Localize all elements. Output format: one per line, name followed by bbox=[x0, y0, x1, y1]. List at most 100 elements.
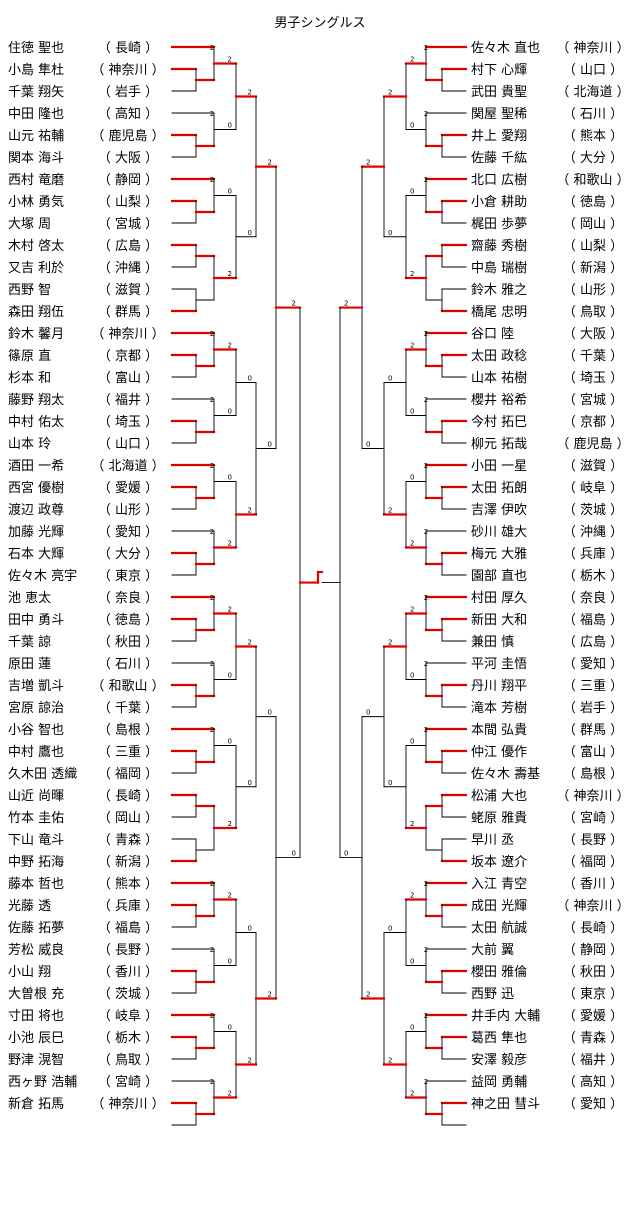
score-label: 2 bbox=[248, 639, 252, 647]
left-player-prefecture: （ 大阪 ） bbox=[98, 151, 158, 166]
right-player-name: 蛯原 雅貴 bbox=[471, 811, 527, 826]
right-player-name: 鈴木 雅之 bbox=[471, 283, 527, 298]
right-player-name: 谷口 陸 bbox=[471, 326, 514, 342]
score-label: 0 bbox=[228, 738, 232, 746]
right-player-name: 太田 拓朗 bbox=[471, 481, 527, 496]
score-label: 2 bbox=[410, 1090, 414, 1098]
right-player-name: 梅元 大雅 bbox=[471, 547, 527, 562]
right-player-name: 滝本 芳樹 bbox=[471, 701, 527, 716]
score-label: 0 bbox=[410, 122, 414, 130]
score-label: 2 bbox=[388, 507, 392, 515]
score-label: 0 bbox=[228, 958, 232, 966]
score-label: 2 bbox=[210, 330, 214, 338]
score-label: 2 bbox=[388, 89, 392, 97]
score-label: 2 bbox=[424, 528, 428, 536]
score-label: 2 bbox=[424, 946, 428, 954]
left-player-name: 西宮 優樹 bbox=[8, 480, 64, 496]
score-label: 2 bbox=[210, 44, 214, 52]
left-player-prefecture: （ 新潟 ） bbox=[98, 854, 158, 870]
right-player-name: 櫻田 雅倫 bbox=[471, 965, 527, 980]
left-player-name: 住徳 聖也 bbox=[8, 41, 64, 56]
right-player-prefecture: （ 長崎 ） bbox=[563, 921, 623, 936]
right-player-name: 葛西 隼也 bbox=[471, 1030, 527, 1046]
score-label: 2 bbox=[210, 880, 214, 888]
score-label: 2 bbox=[268, 159, 272, 167]
left-player-list: 住徳 聖也（ 長崎 ）小島 隼杜（ 神奈川 ）千葉 翔矢（ 岩手 ）中田 隆也（… bbox=[8, 41, 165, 1112]
score-label: 2 bbox=[410, 270, 414, 278]
right-player-prefecture: （ 神奈川 ） bbox=[556, 899, 629, 914]
right-player-prefecture: （ 兵庫 ） bbox=[563, 547, 623, 562]
right-player-prefecture: （ 宮城 ） bbox=[563, 392, 623, 408]
left-player-name: 小島 隼杜 bbox=[8, 62, 64, 78]
score-label: 0 bbox=[228, 672, 232, 680]
right-player-prefecture: （ 愛知 ） bbox=[563, 656, 623, 672]
right-player-prefecture: （ 香川 ） bbox=[563, 877, 623, 892]
right-player-prefecture: （ 長野 ） bbox=[563, 833, 623, 848]
left-player-prefecture: （ 福島 ） bbox=[98, 921, 158, 936]
score-label: 2 bbox=[248, 89, 252, 97]
right-player-prefecture: （ 三重 ） bbox=[563, 678, 623, 694]
right-player-prefecture: （ 栃木 ） bbox=[563, 569, 623, 584]
right-player-list: 佐々木 直也（ 神奈川 ）村下 心輝（ 山口 ）武田 貴聖（ 北海道 ）関屋 聖… bbox=[471, 41, 630, 1112]
left-player-prefecture: （ 鹿児島 ） bbox=[91, 128, 164, 144]
score-label: 2 bbox=[410, 342, 414, 350]
right-player-prefecture: （ 島根 ） bbox=[563, 767, 623, 782]
left-player-prefecture: （ 大分 ） bbox=[98, 547, 158, 562]
score-label: 0 bbox=[268, 709, 272, 717]
right-player-name: 砂川 雄大 bbox=[471, 525, 527, 540]
left-player-prefecture: （ 熊本 ） bbox=[98, 876, 158, 892]
left-player-prefecture: （ 神奈川 ） bbox=[91, 63, 164, 78]
left-player-prefecture: （ 宮城 ） bbox=[98, 216, 158, 232]
left-player-prefecture: （ 埼玉 ） bbox=[98, 415, 158, 430]
score-label: 2 bbox=[410, 606, 414, 614]
right-player-name: 仲江 優作 bbox=[471, 745, 527, 760]
score-label: 2 bbox=[228, 820, 232, 828]
score-label: 0 bbox=[268, 441, 272, 449]
right-player-prefecture: （ 愛媛 ） bbox=[563, 1009, 623, 1024]
left-player-prefecture: （ 群馬 ） bbox=[98, 305, 158, 320]
page-title: 男子シングルス bbox=[274, 16, 366, 31]
right-player-name: 神之田 彗斗 bbox=[471, 1097, 540, 1112]
score-label: 0 bbox=[410, 408, 414, 416]
score-label: 0 bbox=[366, 709, 370, 717]
left-player-prefecture: （ 福井 ） bbox=[98, 393, 158, 408]
score-label: 2 bbox=[210, 946, 214, 954]
right-player-prefecture: （ 岐阜 ） bbox=[563, 480, 623, 496]
score-label: 2 bbox=[366, 991, 370, 999]
right-player-prefecture: （ 山梨 ） bbox=[563, 239, 623, 254]
score-label: 2 bbox=[424, 660, 428, 668]
right-player-prefecture: （ 静岡 ） bbox=[563, 943, 623, 958]
left-player-name: 大塚 周 bbox=[8, 217, 51, 232]
score-label: 2 bbox=[210, 726, 214, 734]
right-player-prefecture: （ 徳島 ） bbox=[563, 195, 623, 210]
left-player-prefecture: （ 秋田 ） bbox=[98, 635, 158, 650]
left-player-name: 佐々木 亮宇 bbox=[8, 568, 77, 584]
left-player-prefecture: （ 島根 ） bbox=[98, 723, 158, 738]
right-player-name: 橋尾 忠明 bbox=[471, 305, 527, 320]
right-player-prefecture: （ 鹿児島 ） bbox=[556, 436, 629, 452]
left-player-name: 原田 蓮 bbox=[8, 657, 51, 672]
right-player-prefecture: （ 宮崎 ） bbox=[563, 810, 623, 826]
left-player-name: 石本 大輝 bbox=[8, 547, 64, 562]
right-player-name: 梶田 歩夢 bbox=[471, 217, 527, 232]
score-label: 2 bbox=[424, 44, 428, 52]
score-label: 0 bbox=[248, 229, 252, 237]
right-player-prefecture: （ 岡山 ） bbox=[563, 217, 623, 232]
score-label: 0 bbox=[410, 672, 414, 680]
right-player-name: 益岡 勇輔 bbox=[471, 1075, 527, 1090]
left-player-prefecture: （ 福岡 ） bbox=[98, 767, 158, 782]
left-player-prefecture: （ 山梨 ） bbox=[98, 195, 158, 210]
right-player-prefecture: （ 秋田 ） bbox=[563, 965, 623, 980]
right-player-name: 櫻井 裕希 bbox=[471, 393, 527, 408]
score-label: 0 bbox=[344, 850, 348, 858]
score-label: 2 bbox=[268, 991, 272, 999]
right-player-name: 中島 瑞樹 bbox=[471, 261, 527, 276]
score-label: 2 bbox=[210, 176, 214, 184]
left-player-prefecture: （ 奈良 ） bbox=[98, 590, 158, 606]
score-label: 2 bbox=[228, 540, 232, 548]
right-player-name: 園部 直也 bbox=[471, 569, 527, 584]
right-player-prefecture: （ 山形 ） bbox=[563, 283, 623, 298]
score-label: 2 bbox=[210, 396, 214, 404]
left-player-name: 宮原 諒治 bbox=[8, 700, 64, 716]
right-player-prefecture: （ 富山 ） bbox=[563, 744, 623, 760]
